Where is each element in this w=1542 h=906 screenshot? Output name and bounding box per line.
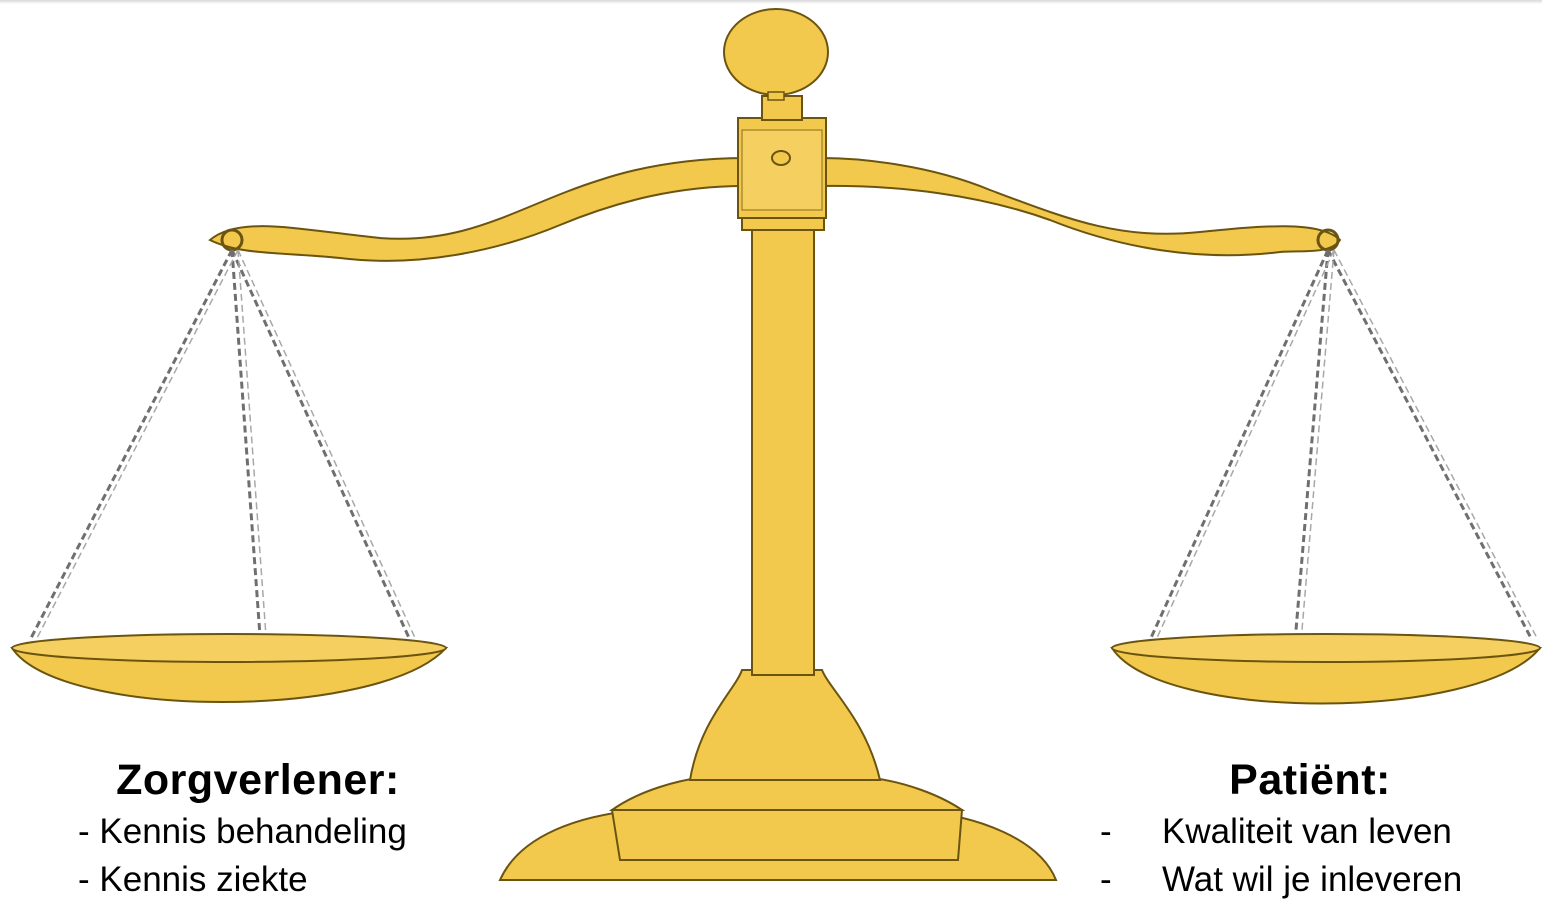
- patient-item-text: Kwaliteit van leven: [1162, 812, 1452, 851]
- healthcare-provider-label: Zorgverlener: - Kennis behandeling - Ken…: [78, 752, 458, 904]
- right-pan: [1112, 634, 1540, 704]
- scale-pivot: [724, 9, 828, 218]
- scale-pillar: [742, 214, 824, 675]
- bullet-dash: -: [1100, 808, 1112, 856]
- patient-item: - Kwaliteit van leven: [1090, 808, 1530, 856]
- provider-items: - Kennis behandeling - Kennis ziekte: [78, 808, 458, 904]
- provider-heading: Zorgverlener:: [78, 752, 438, 808]
- patient-item-text: Wat wil je inleveren: [1162, 860, 1462, 899]
- provider-item: - Kennis ziekte: [78, 856, 458, 904]
- patient-heading: Patiënt:: [1090, 752, 1530, 808]
- bullet-dash: -: [1100, 856, 1112, 904]
- patient-item: - Wat wil je inleveren: [1090, 856, 1530, 904]
- right-chains: [1150, 250, 1538, 640]
- provider-item: - Kennis behandeling: [78, 808, 458, 856]
- patient-label: Patiënt: - Kwaliteit van leven - Wat wil…: [1090, 752, 1530, 904]
- patient-items: - Kwaliteit van leven - Wat wil je inlev…: [1090, 808, 1530, 904]
- scale-base: [500, 670, 1056, 880]
- left-pan: [12, 634, 446, 702]
- left-chains: [30, 250, 416, 640]
